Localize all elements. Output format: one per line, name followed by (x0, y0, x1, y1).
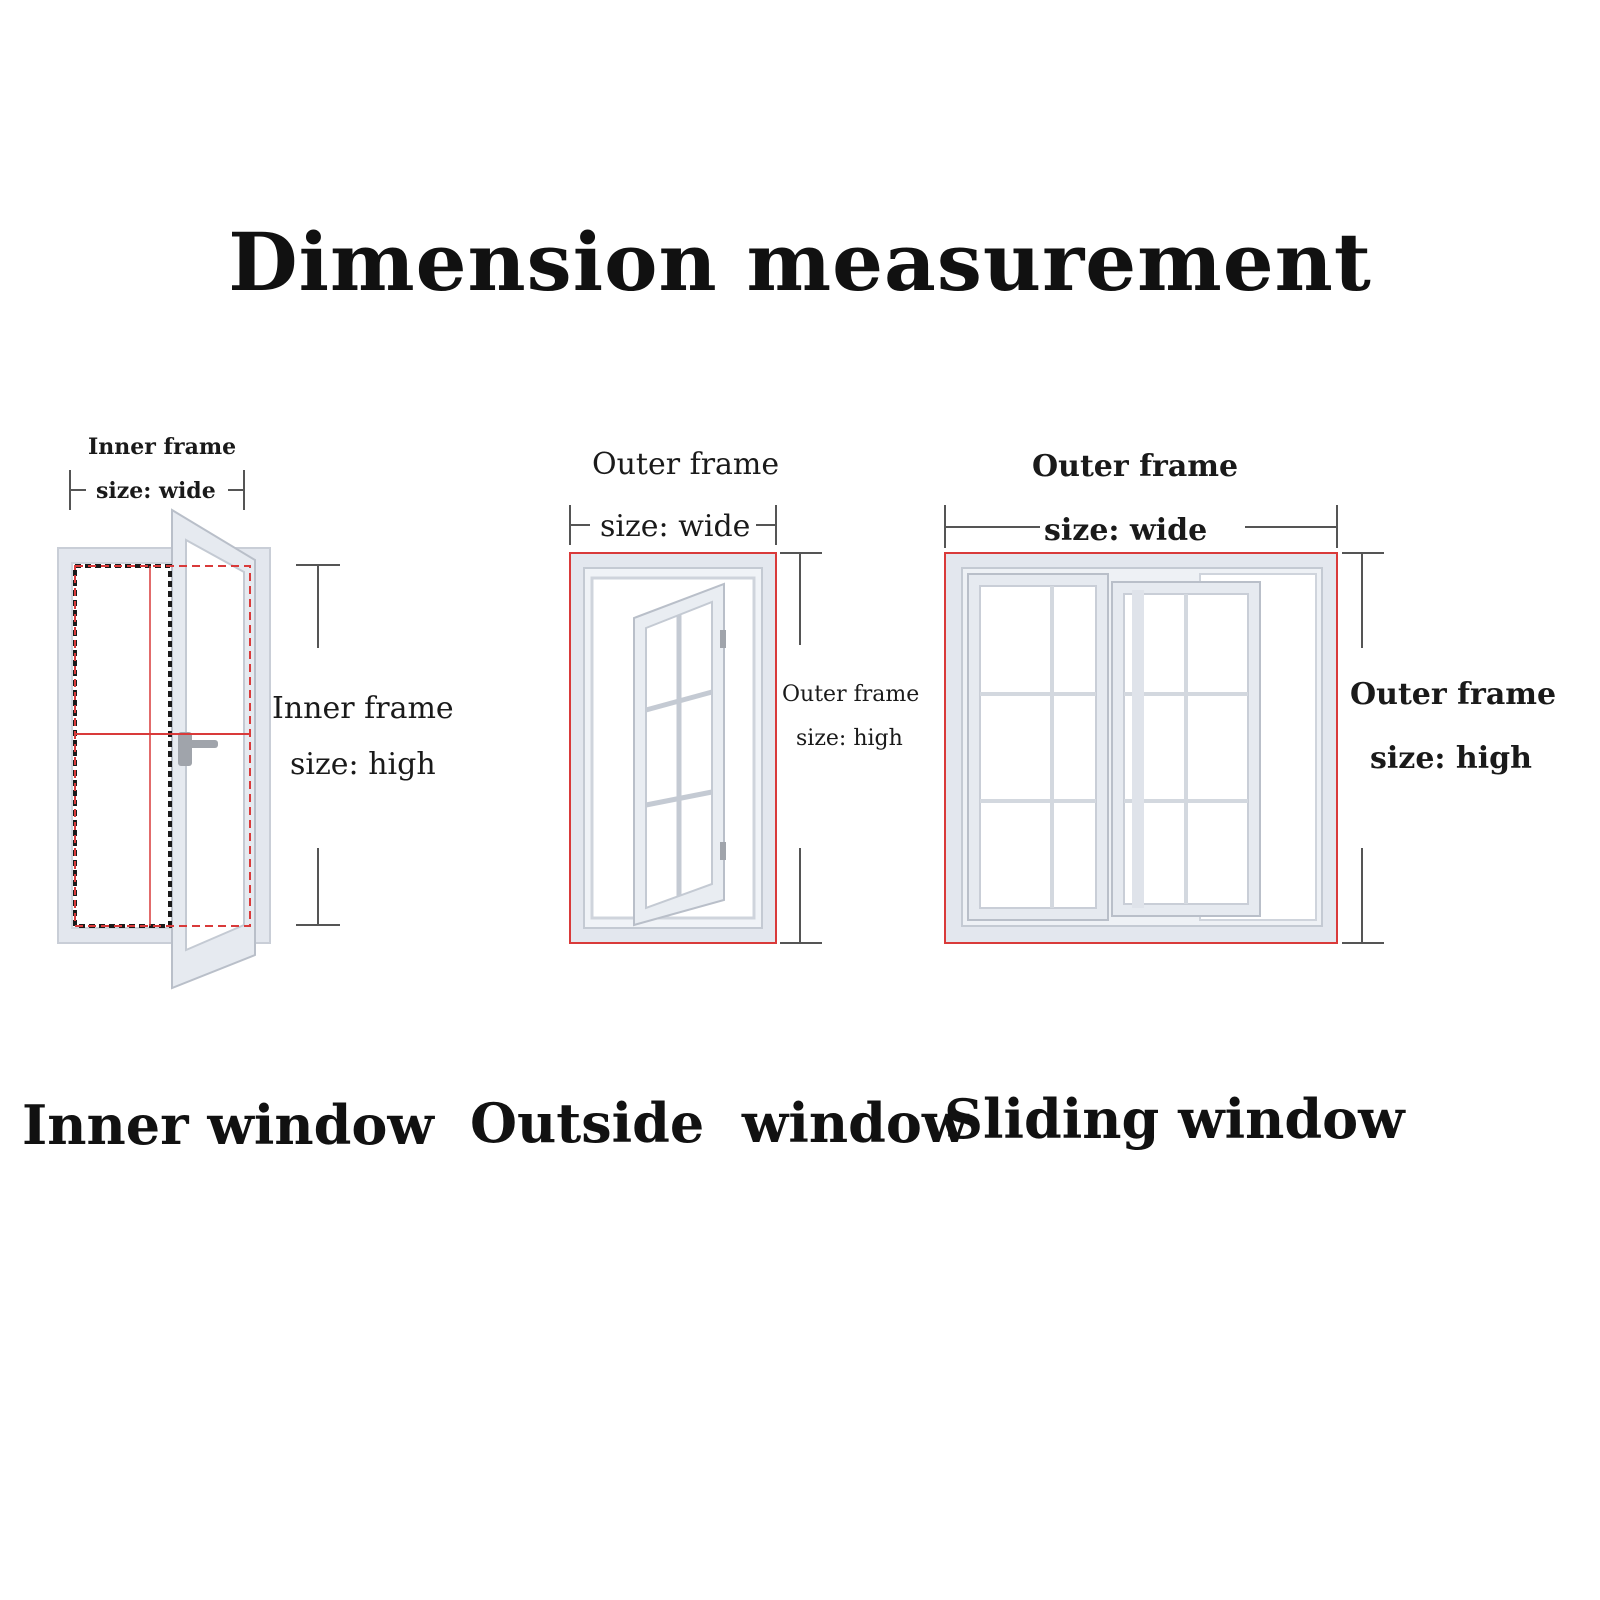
outside-width-label-line1: Outer frame (592, 447, 780, 482)
inner-window-caption: Inner window (22, 1093, 434, 1157)
inner-height-dimension (296, 564, 340, 926)
inner-height-label-line2: size: high (290, 747, 436, 782)
sliding-height-dimension (1342, 552, 1384, 944)
inner-width-dimension (69, 470, 245, 510)
outside-window-caption: Outside window (470, 1091, 969, 1155)
sliding-width-dimension (944, 505, 1338, 548)
sliding-window-caption: Sliding window (944, 1087, 1405, 1151)
sliding-height-label-line2: size: high (1370, 741, 1532, 776)
outside-width-dimension (569, 505, 777, 545)
inner-width-label-line1: Inner frame (88, 434, 237, 460)
outside-window-illustration (569, 552, 777, 944)
inner-width-label-line2: size: wide (96, 478, 216, 504)
sliding-width-label-line1: Outer frame (1032, 449, 1239, 484)
page-title: Dimension measurement (228, 215, 1372, 309)
outside-height-label-line2: size: high (796, 726, 903, 751)
outside-width-label-line2: size: wide (600, 509, 751, 544)
sliding-width-label-line2: size: wide (1044, 513, 1208, 548)
outside-height-dimension (780, 552, 822, 944)
inner-window-illustration (57, 508, 271, 990)
sliding-height-label-line1: Outer frame (1350, 677, 1557, 712)
outside-height-label-line1: Outer frame (782, 682, 920, 707)
sliding-window-illustration (944, 552, 1338, 944)
inner-height-label-line1: Inner frame (272, 691, 454, 726)
handle-icon (178, 732, 192, 766)
